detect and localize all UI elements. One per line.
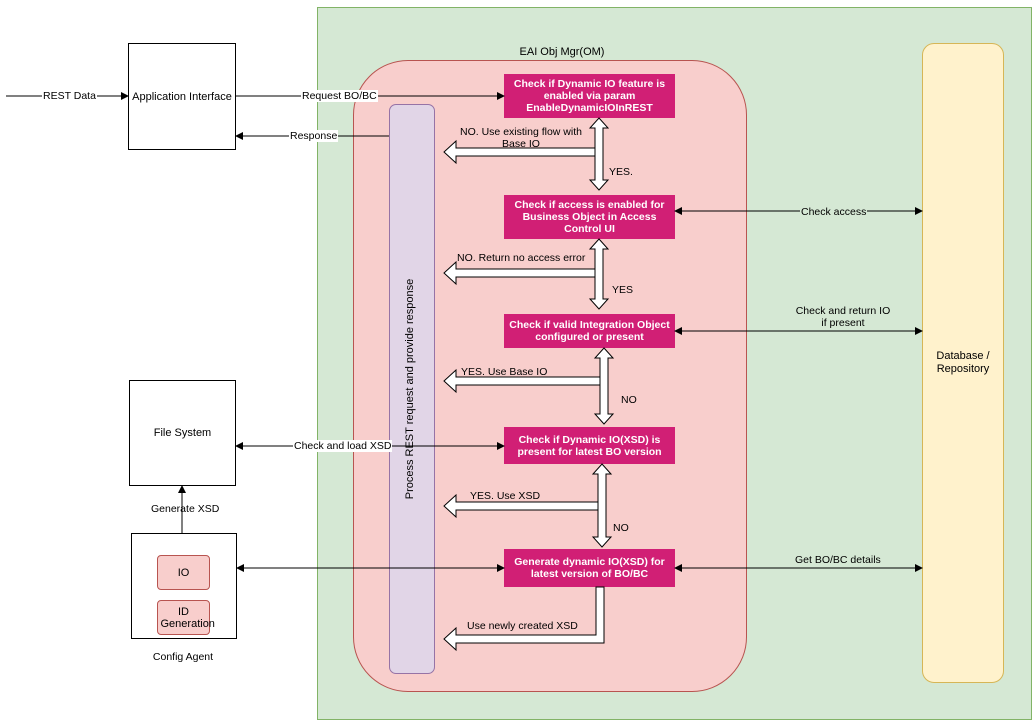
io-label: IO [177, 566, 190, 579]
no-arrow-2 [591, 463, 613, 548]
branch-label-yes2: YES [612, 284, 634, 296]
om-container-title: EAI Obj Mgr(OM) [519, 46, 605, 58]
branch-arrow-no-access [443, 260, 596, 286]
branch-label-use-new-xsd: Use newly created XSD [467, 620, 578, 632]
file-system-label: File System [153, 427, 212, 439]
check-load-xsd-label: Check and load XSD [293, 440, 393, 452]
yes-arrow-1 [588, 117, 610, 191]
branch-label-yes-xsd: YES. Use XSD [470, 490, 541, 502]
step-generate-xsd: Generate dynamic IO(XSD) for latest vers… [504, 549, 675, 587]
branch-label-no-access: NO. Return no access error [457, 252, 586, 264]
application-interface-label: Application Interface [132, 90, 232, 103]
file-system-box: File System [129, 380, 236, 486]
branch-label-yes1: YES. [609, 166, 633, 178]
id-generation-label: ID Generation [160, 605, 215, 630]
branch-arrow-use-new-xsd [443, 586, 605, 652]
id-generation-box: ID Generation [157, 600, 215, 635]
branch-label-no1: NO [621, 394, 637, 406]
check-return-io-label: Check and return IO if present [795, 305, 891, 329]
branch-label-no-existing: NO. Use existing flow with Base IO [460, 126, 582, 150]
process-lane [389, 104, 435, 674]
branch-arrow-yes-base-io [443, 368, 601, 394]
branch-arrow-no-existing [443, 139, 596, 165]
step-dynamic-xsd-check: Check if Dynamic IO(XSD) is present for … [504, 427, 675, 464]
check-access-label: Check access [800, 206, 868, 218]
rest-data-label: REST Data [42, 90, 97, 102]
no-arrow-1 [593, 347, 615, 425]
database-label: Database / Repository [936, 350, 990, 375]
step-integration-object-check: Check if valid Integration Object config… [504, 314, 675, 348]
application-interface-box: Application Interface [128, 43, 236, 150]
response-label: Response [289, 130, 339, 142]
branch-label-no2: NO [613, 522, 629, 534]
io-box: IO [157, 555, 210, 590]
request-label: Request BO/BC [301, 90, 378, 102]
branch-label-yes-base-io: YES. Use Base IO [461, 366, 548, 378]
branch-arrow-yes-xsd [443, 493, 599, 519]
step-dynamic-io-check: Check if Dynamic IO feature is enabled v… [504, 74, 675, 118]
get-bobc-label: Get BO/BC details [794, 554, 882, 566]
yes-arrow-2 [588, 238, 610, 310]
step-access-check: Check if access is enabled for Business … [504, 195, 675, 239]
generate-xsd-label: Generate XSD [151, 503, 220, 515]
config-agent-label: Config Agent [152, 651, 214, 663]
database-box: Database / Repository [922, 43, 1004, 683]
